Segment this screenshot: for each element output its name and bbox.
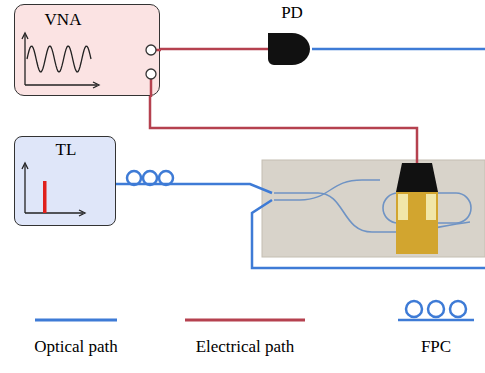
legend-text: Optical path bbox=[34, 338, 118, 357]
node-label: TL bbox=[15, 141, 117, 160]
node-icon bbox=[156, 49, 161, 52]
node-icon bbox=[146, 45, 156, 55]
legend-sample bbox=[398, 301, 474, 320]
node-icon bbox=[22, 33, 28, 39]
node-icon bbox=[93, 82, 99, 88]
node-label: VNA bbox=[15, 11, 111, 30]
waveguide bbox=[274, 193, 470, 232]
optical-path bbox=[252, 200, 485, 268]
node-icon bbox=[79, 210, 85, 216]
node-icon bbox=[24, 165, 25, 213]
electrode bbox=[396, 192, 438, 254]
laser-box: TL bbox=[14, 136, 116, 226]
legend-sample bbox=[35, 319, 117, 322]
chip-photo bbox=[262, 160, 485, 257]
legend-sample bbox=[185, 319, 305, 322]
node-icon bbox=[22, 163, 28, 169]
fpc-symbol bbox=[127, 171, 173, 185]
node-icon bbox=[25, 84, 97, 85]
node-icon bbox=[146, 69, 156, 79]
rf-probe bbox=[396, 163, 438, 192]
node-icon bbox=[22, 33, 99, 88]
node-icon bbox=[15, 5, 161, 97]
node-icon bbox=[25, 212, 83, 213]
node-icon bbox=[24, 35, 25, 85]
photodetector: PD bbox=[264, 2, 320, 66]
legend-text: FPC bbox=[421, 338, 451, 357]
node-icon bbox=[150, 79, 153, 97]
node-label: PD bbox=[264, 4, 320, 23]
electrical-path bbox=[150, 96, 417, 163]
waveguide bbox=[274, 180, 380, 200]
node-icon bbox=[27, 46, 91, 72]
optical-path bbox=[312, 48, 485, 51]
node-icon bbox=[22, 163, 85, 216]
node-icon bbox=[43, 181, 47, 213]
vna-box: VNA bbox=[14, 4, 160, 96]
legend-text: Electrical path bbox=[196, 338, 295, 357]
electrical-path bbox=[160, 48, 268, 51]
node-icon bbox=[268, 33, 310, 65]
